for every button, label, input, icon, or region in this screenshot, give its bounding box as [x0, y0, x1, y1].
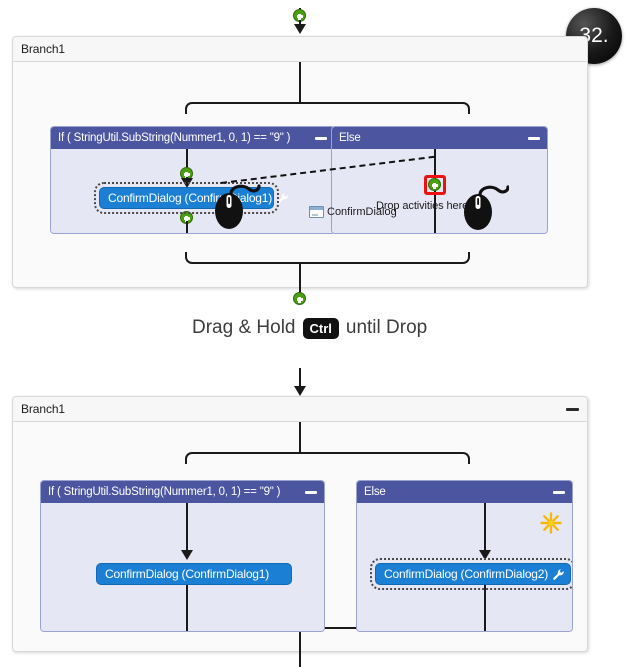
- branch-body-after: If ( StringUtil.SubString(Nummer1, 0, 1)…: [13, 422, 587, 653]
- instruction-line: Drag & Hold Ctrl until Drop: [192, 317, 427, 339]
- else-inner-line-a-after: [483, 503, 487, 556]
- exit-line-after: [298, 652, 302, 667]
- instruction-prefix: Drag & Hold: [192, 317, 296, 338]
- else-activity-before[interactable]: Else Drop activities here: [331, 126, 548, 234]
- else-inner-line-b-after: [483, 565, 487, 631]
- branch-container-after: Branch1 If ( StringUtil.SubString(Nummer…: [12, 396, 588, 653]
- entry-line-after: [298, 368, 302, 392]
- if-inner-arrow-before: [181, 178, 193, 188]
- sparkle-icon: [540, 512, 562, 539]
- minus-icon[interactable]: [528, 136, 540, 140]
- confirm-dialog-1-activity-after[interactable]: ConfirmDialog (ConfirmDialog1): [96, 563, 292, 585]
- entry-arrow-after: [294, 386, 306, 396]
- branch-line-out-before: [298, 262, 302, 290]
- drop-target-highlight: [424, 175, 446, 195]
- branch-line-in-after: [298, 422, 302, 454]
- if-inner-line-c-before: [185, 221, 189, 233]
- green-plus-top-entry-icon[interactable]: [293, 9, 306, 22]
- else-activity-title-before: Else: [339, 132, 361, 144]
- else-activity-body-before: Drop activities here: [332, 149, 547, 233]
- if-activity-title-after: If ( StringUtil.SubString(Nummer1, 0, 1)…: [48, 486, 281, 498]
- green-plus-bottom-exit-icon[interactable]: [293, 292, 306, 305]
- if-activity-header-after[interactable]: If ( StringUtil.SubString(Nummer1, 0, 1)…: [41, 481, 324, 503]
- else-inner-line-before: [433, 149, 437, 233]
- drop-activities-hint: Drop activities here: [376, 200, 469, 212]
- drag-ghost: ConfirmDialog: [309, 206, 397, 218]
- if-activity-header-before[interactable]: If ( StringUtil.SubString(Nummer1, 0, 1)…: [51, 127, 334, 149]
- else-inner-arrow-after: [479, 550, 491, 560]
- drag-ghost-label: ConfirmDialog: [327, 206, 397, 218]
- wrench-icon: [552, 568, 565, 581]
- if-activity-body-before: ConfirmDialog (ConfirmDialog1): [51, 149, 334, 233]
- minus-icon[interactable]: [553, 490, 565, 494]
- confirm-dialog-2-label-after: ConfirmDialog (ConfirmDialog2): [384, 567, 549, 581]
- mouse-cursor-source-icon: [205, 180, 261, 235]
- if-inner-line-a-before: [185, 149, 189, 171]
- branch-line-out-after: [298, 627, 302, 653]
- else-activity-header-before[interactable]: Else: [332, 127, 547, 149]
- else-activity-title-after: Else: [364, 486, 386, 498]
- confirm-dialog-2-activity-after[interactable]: ConfirmDialog (ConfirmDialog2): [370, 558, 572, 590]
- instruction-suffix: until Drop: [345, 317, 428, 338]
- if-activity-before[interactable]: If ( StringUtil.SubString(Nummer1, 0, 1)…: [50, 126, 335, 234]
- branch-header-after: Branch1: [13, 397, 587, 422]
- minus-icon[interactable]: [305, 490, 317, 494]
- branch-line-in-before: [298, 62, 302, 104]
- split-bracket-top-after: [185, 452, 470, 464]
- branch-container-before: Branch1 If ( StringUtil.SubString(Nummer…: [12, 36, 588, 290]
- confirm-dialog-1-label-after: ConfirmDialog (ConfirmDialog1): [105, 567, 270, 581]
- minus-icon[interactable]: [566, 407, 579, 411]
- minus-icon[interactable]: [315, 136, 327, 140]
- mouse-cursor-target-icon: [453, 179, 510, 236]
- dialog-window-icon: [309, 206, 324, 218]
- ctrl-keycap: Ctrl: [302, 317, 339, 339]
- if-inner-line-a-after: [185, 503, 189, 556]
- if-activity-after[interactable]: If ( StringUtil.SubString(Nummer1, 0, 1)…: [40, 480, 325, 632]
- if-inner-arrow-after: [181, 550, 193, 560]
- else-activity-after[interactable]: Else: [356, 480, 573, 632]
- join-bracket-bottom-before: [185, 252, 470, 264]
- wrench-icon: [276, 192, 289, 205]
- else-activity-header-after[interactable]: Else: [357, 481, 572, 503]
- if-activity-title-before: If ( StringUtil.SubString(Nummer1, 0, 1)…: [58, 132, 291, 144]
- if-activity-body-after: ConfirmDialog (ConfirmDialog1): [41, 503, 324, 631]
- branch-title-after: Branch1: [21, 402, 65, 416]
- if-inner-line-b-after: [185, 565, 189, 631]
- split-bracket-top-before: [185, 102, 470, 114]
- branch-body-before: If ( StringUtil.SubString(Nummer1, 0, 1)…: [13, 62, 587, 290]
- else-activity-body-after: ConfirmDialog (ConfirmDialog2): [357, 503, 572, 631]
- entry-arrow-top: [294, 24, 306, 34]
- green-plus-drop-target-icon[interactable]: [428, 178, 441, 191]
- branch-header-before: Branch1: [13, 37, 587, 62]
- branch-title-before: Branch1: [21, 42, 65, 56]
